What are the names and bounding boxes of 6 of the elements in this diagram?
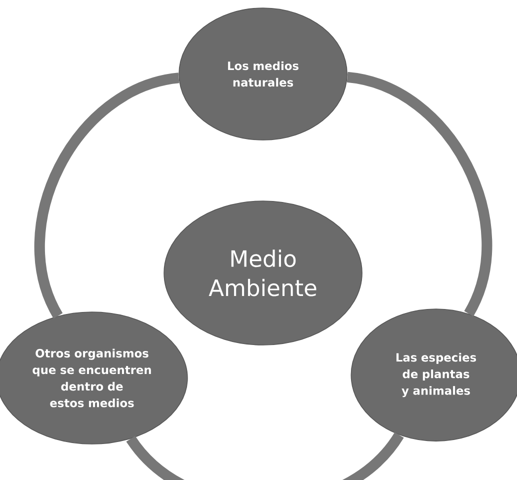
ring-arc	[34, 72, 180, 318]
ellipse-node: Medio Ambiente	[164, 200, 362, 346]
ring-arc	[346, 72, 492, 316]
ellipse-node: Las especies de plantas y animales	[350, 308, 517, 442]
ring-arc	[126, 432, 404, 480]
ellipse-node: Los medios naturales	[178, 8, 348, 140]
